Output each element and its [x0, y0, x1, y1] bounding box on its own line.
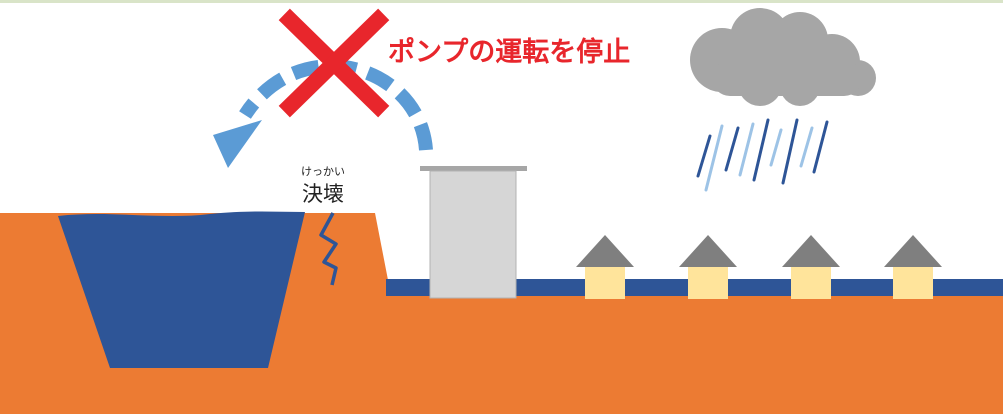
curved-arrow-icon — [213, 59, 433, 168]
top-border — [0, 0, 1003, 3]
house-icon — [679, 235, 737, 299]
house-icon — [576, 235, 634, 299]
cross-icon — [278, 8, 390, 118]
rain-streaks — [696, 118, 829, 192]
rain-cloud-icon — [690, 8, 876, 192]
house-icon — [884, 235, 942, 299]
river-water — [58, 211, 305, 368]
house-icon — [782, 235, 840, 299]
pump-station — [420, 166, 527, 299]
pump-stop-label: ポンプの運転を停止 — [388, 37, 631, 68]
levee-crack — [319, 212, 338, 286]
breach-label: 決壊 — [302, 182, 344, 206]
breach-reading-label: けっかい — [301, 165, 345, 178]
